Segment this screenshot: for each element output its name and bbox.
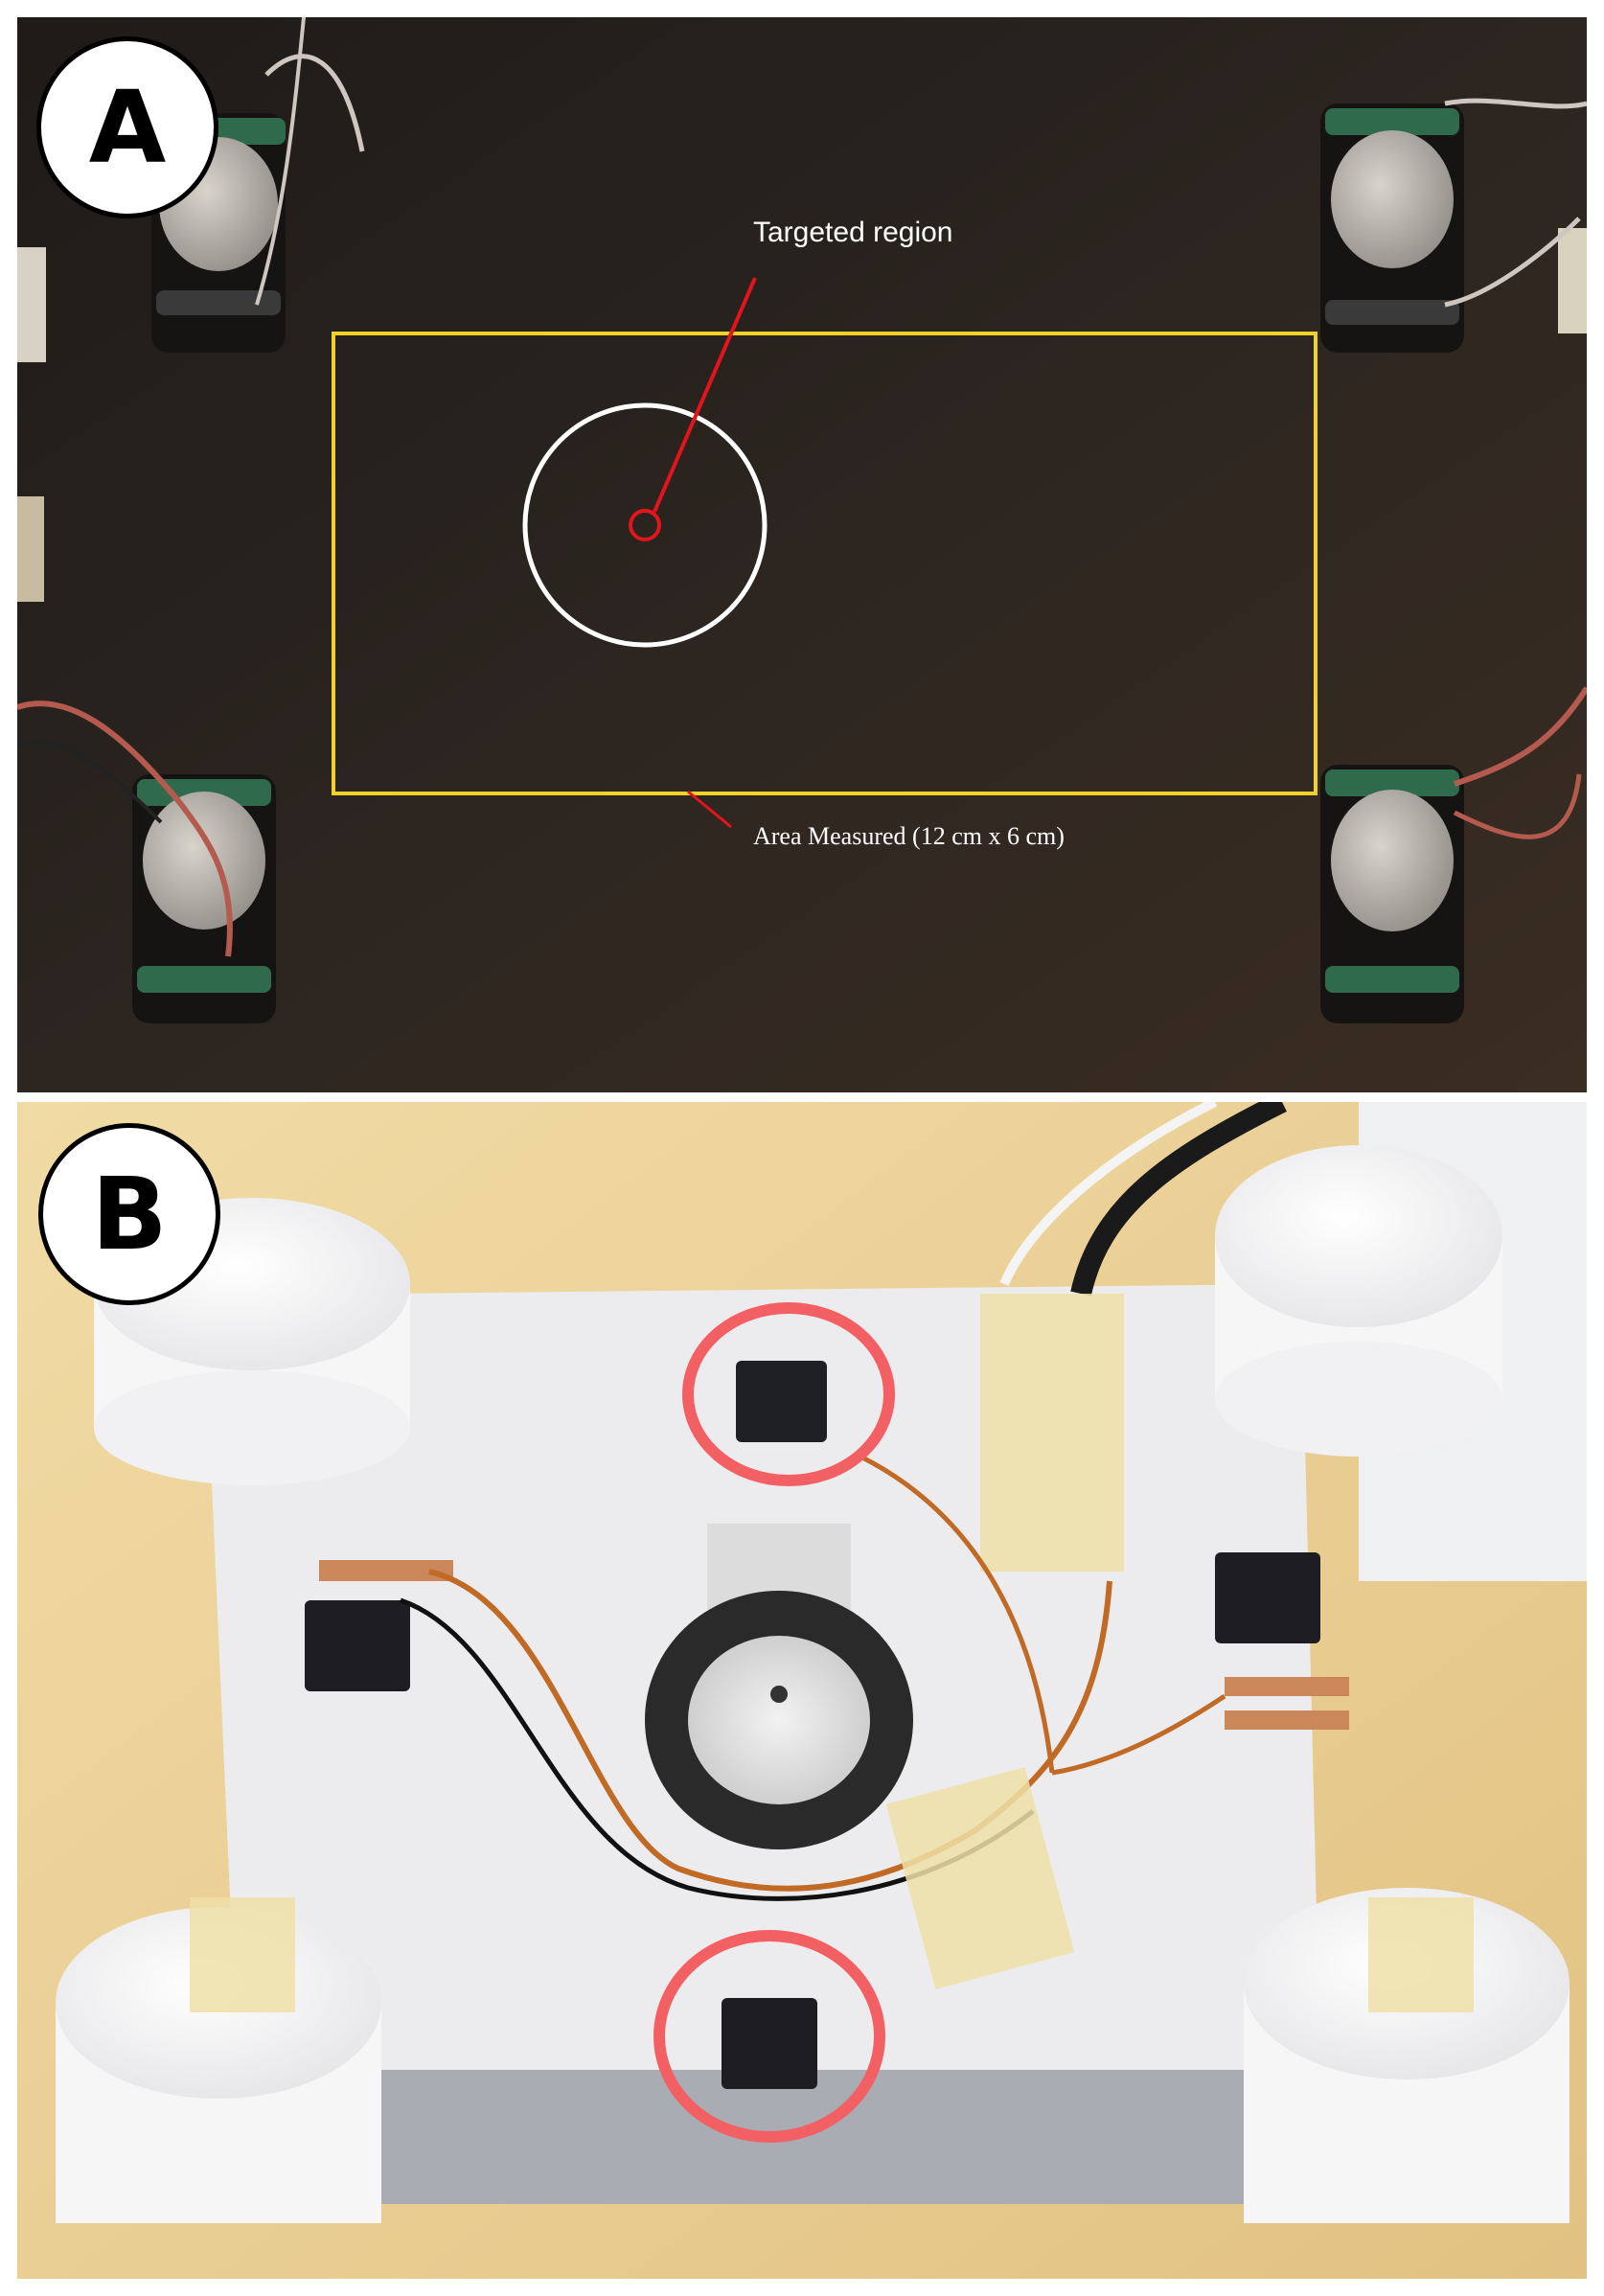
- puck-bottom-right: [1244, 1888, 1570, 2223]
- area-leader-line: [687, 790, 732, 829]
- copper-wire-1: [428, 1569, 1112, 1892]
- target-center-marker: [629, 509, 661, 541]
- electrode-right-2: [1225, 1711, 1349, 1730]
- puck-bottom-left: [56, 1907, 381, 2223]
- tape-center: [885, 1766, 1075, 1990]
- black-cable: [1070, 1102, 1287, 1297]
- right-edge-tape: [1558, 228, 1587, 333]
- panel-a-photo: A Targeted region Area Measured (12 cm x…: [17, 17, 1587, 1092]
- sensor-left: [305, 1600, 410, 1691]
- electrode-right: [1225, 1677, 1349, 1696]
- targeted-region-circle: [522, 402, 768, 648]
- speaker-bottom-left: [17, 700, 276, 1023]
- area-measured-label: Area Measured (12 cm x 6 cm): [753, 822, 1065, 850]
- panel-label-b: B: [38, 1123, 220, 1305]
- white-cable: [999, 1102, 1218, 1286]
- highlight-circle-top: [682, 1302, 895, 1486]
- copper-wire-4: [1051, 1693, 1226, 1776]
- center-speaker: [645, 1524, 913, 1849]
- panel-a-scene: [17, 17, 1587, 1092]
- tape-top: [980, 1294, 1124, 1572]
- target-leader-line: [653, 277, 757, 513]
- panel-b-photo: B: [17, 1102, 1587, 2279]
- tape-bottom-right: [1368, 1897, 1474, 2012]
- sensor-top: [736, 1361, 827, 1442]
- speaker-bottom-right: [1320, 686, 1587, 1023]
- electrode-left: [319, 1560, 453, 1581]
- sensor-bottom: [722, 1998, 817, 2089]
- sensor-right: [1215, 1552, 1320, 1643]
- copper-wire-3: [859, 1454, 1055, 1774]
- left-edge-tape: [17, 496, 44, 602]
- left-edge-strip: [17, 247, 46, 362]
- panel-b-scene: [17, 1102, 1587, 2279]
- highlight-circle-bottom: [653, 1930, 885, 2143]
- targeted-region-label: Targeted region: [753, 217, 953, 248]
- measured-area-rectangle: [332, 332, 1318, 795]
- tape-bottom-left: [190, 1897, 295, 2012]
- puck-top-right: [1215, 1145, 1502, 1457]
- speaker-top-right: [1320, 98, 1587, 353]
- panel-label-a: A: [36, 36, 218, 218]
- grey-base: [305, 2070, 1387, 2204]
